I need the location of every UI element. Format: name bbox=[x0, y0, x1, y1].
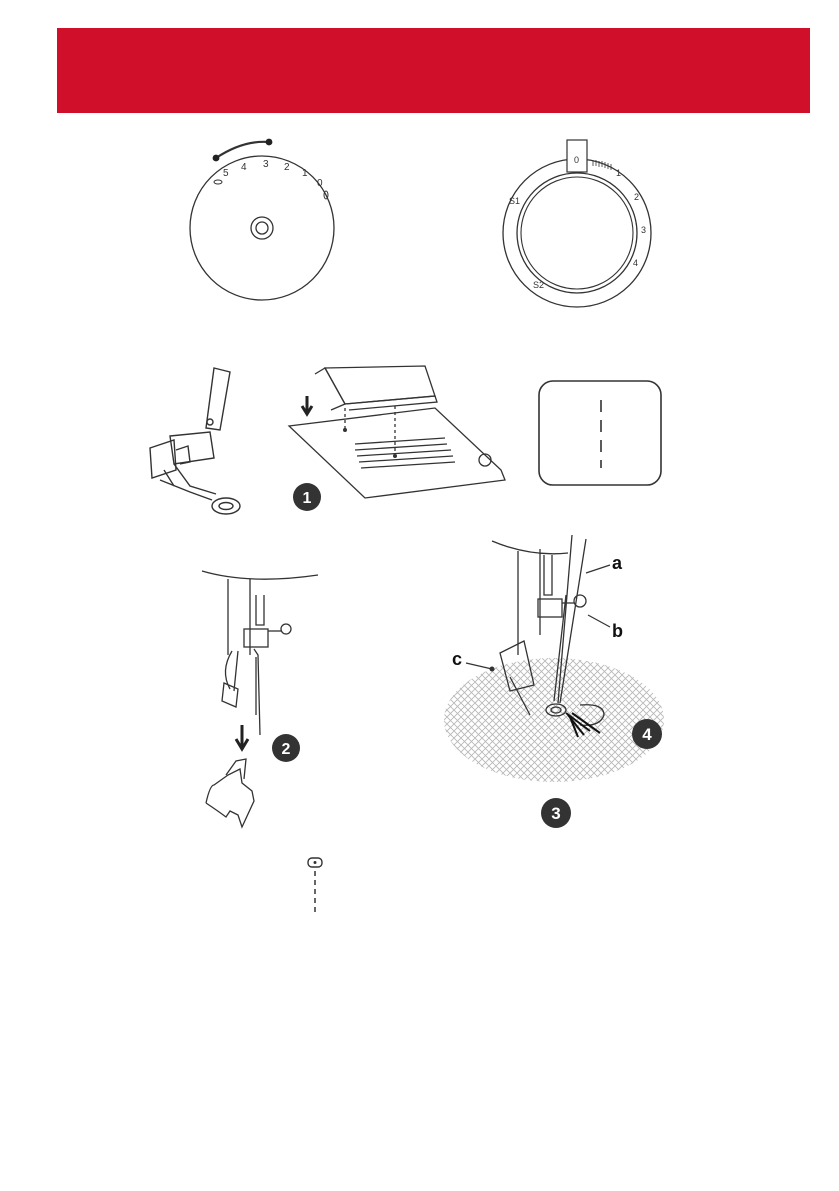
step-3-badge: 3 bbox=[551, 804, 560, 823]
presser-foot-lever-figure bbox=[130, 360, 250, 520]
pressure-mark-0: 0 bbox=[317, 178, 323, 189]
pressure-mark-5: 5 bbox=[223, 168, 229, 179]
stitch-symbol-figure bbox=[305, 855, 327, 917]
label-b: b bbox=[612, 621, 623, 641]
needle-plate-figure: 1 bbox=[285, 360, 515, 515]
step-2-badge: 2 bbox=[282, 741, 291, 758]
pressure-mark-4: 4 bbox=[241, 162, 247, 173]
stitch-mark-3: 3 bbox=[641, 225, 646, 235]
pressure-mark-2: 2 bbox=[284, 162, 290, 173]
stitch-mark-2: 2 bbox=[634, 192, 639, 202]
pressure-mark-1: 1 bbox=[302, 168, 308, 179]
darning-figure: a b c 4 3 bbox=[440, 535, 670, 830]
stitch-length-dial-figure: 0 1 2 3 4 S2 S1 bbox=[495, 138, 660, 308]
stitch-mark-0: 0 bbox=[574, 155, 579, 165]
pressure-mark-3: 3 bbox=[263, 159, 269, 170]
header-band bbox=[57, 28, 810, 113]
step-4-badge: 4 bbox=[642, 725, 652, 744]
stitch-mark-4: 4 bbox=[633, 258, 638, 268]
pressure-dial-figure: 5 4 3 2 1 0 bbox=[185, 130, 340, 305]
stitch-mark-s2: S2 bbox=[533, 280, 544, 290]
stitch-mark-s1: S1 bbox=[509, 196, 520, 206]
attach-foot-figure: 2 bbox=[200, 565, 330, 830]
straight-stitch-panel bbox=[535, 378, 665, 488]
step-1-badge: 1 bbox=[303, 490, 312, 507]
label-c: c bbox=[452, 649, 462, 669]
stitch-mark-1: 1 bbox=[616, 168, 621, 178]
label-a: a bbox=[612, 553, 623, 573]
